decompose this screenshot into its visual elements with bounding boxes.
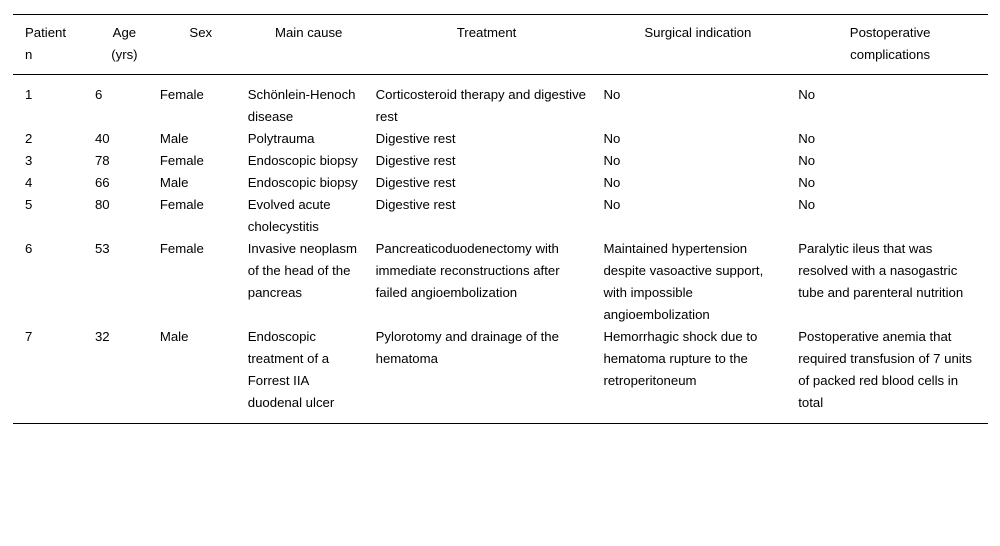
cell-sex: Female (159, 153, 204, 168)
table-row: 3 78 Female Endoscopic biopsy Digestive rest… (13, 150, 988, 172)
cell-patient-number: 6 (25, 241, 33, 256)
cell-treatment: Digestive rest (375, 131, 456, 146)
column-header-main-cause: Main cause (247, 14, 376, 75)
cell-treatment: Digestive rest (375, 175, 456, 190)
table-row: 2 40 Male Polytrauma Digestive rest No No (13, 128, 988, 150)
cell-postoperative-complications: No (798, 175, 816, 190)
cell-treatment: Pancreaticoduodenectomy with immediate r… (375, 241, 560, 300)
column-header-age: Age (yrs) (94, 14, 160, 75)
table-header-row: Patient n Age (yrs) Sex Main cause Treat… (13, 14, 988, 75)
cell-postoperative-complications: No (798, 153, 816, 168)
table-row: 5 80 Female Evolved acute cholecystitis Dige… (13, 194, 988, 238)
table-row: 1 6 Female Schönlein-Henoch disease Corticos… (13, 75, 988, 129)
cell-postoperative-complications: No (798, 87, 816, 102)
cell-treatment: Digestive rest (375, 197, 456, 212)
column-header-patient-line2: n (25, 47, 33, 62)
cell-patient-number: 5 (25, 197, 33, 212)
cell-patient-number: 1 (25, 87, 33, 102)
cell-main-cause: Evolved acute cholecystitis (247, 197, 331, 234)
column-header-patient-line1: Patient (25, 25, 67, 40)
column-header-surgical-indication: Surgical indication (603, 14, 799, 75)
column-header-complication-line2: complications (850, 47, 931, 62)
column-header-patient: Patient n (13, 14, 95, 75)
column-header-age-line2: (yrs) (111, 47, 138, 62)
cell-patient-number: 2 (25, 131, 33, 146)
column-header-treatment: Treatment (375, 14, 604, 75)
column-header-sex: Sex (159, 14, 248, 75)
column-header-age-line1: Age (112, 25, 137, 40)
cell-treatment: Pylorotomy and drainage of the hematoma (375, 326, 604, 424)
column-header-postoperative-complications: Postoperative complications (798, 14, 988, 75)
cell-sex: Female (159, 197, 204, 212)
cell-treatment: Digestive rest (375, 153, 456, 168)
cell-surgical-indication: Maintained hypertension despite vasoacti… (603, 241, 764, 322)
cell-patient-number: 4 (25, 175, 33, 190)
cell-surgical-indication: No (603, 153, 621, 168)
cell-sex: Male (159, 131, 189, 146)
cell-patient-number: 7 (13, 326, 95, 424)
cell-main-cause: Endoscopic biopsy (247, 153, 358, 168)
cell-surgical-indication: No (603, 175, 621, 190)
cell-age: 6 (94, 87, 103, 102)
cell-age: 80 (94, 197, 110, 212)
cell-treatment: Corticosteroid therapy and digestive res… (375, 87, 587, 124)
cell-postoperative-complications: Paralytic ileus that was resolved with a… (798, 241, 964, 300)
cell-postoperative-complications: No (798, 131, 816, 146)
cell-age: 53 (94, 241, 110, 256)
table-row: 6 53 Female Invasive neoplasm of the head o… (13, 238, 988, 326)
table-row: 4 66 Male Endoscopic biopsy Digestive rest No… (13, 172, 988, 194)
cell-main-cause: Schönlein-Henoch disease (247, 87, 356, 124)
cell-main-cause: Polytrauma (247, 131, 315, 146)
cell-main-cause: Invasive neoplasm of the head of the pan… (247, 241, 357, 300)
column-header-complication-line1: Postoperative (849, 25, 931, 40)
cell-main-cause: Endoscopic biopsy (247, 175, 358, 190)
cell-surgical-indication: No (603, 197, 621, 212)
cell-sex: Female (159, 241, 204, 256)
cell-patient-number: 3 (25, 153, 33, 168)
cell-surgical-indication: No (603, 87, 621, 102)
cell-postoperative-complications: No (798, 197, 816, 212)
patient-data-table: Patient n Age (yrs) Sex Main cause Treat… (13, 14, 988, 424)
cell-age: 66 (94, 175, 110, 190)
cell-surgical-indication: Hemorrhagic shock due to hematoma ruptur… (603, 326, 799, 424)
cell-age: 78 (94, 153, 110, 168)
cell-main-cause: Endoscopic treatment of a Forrest IIA du… (247, 326, 376, 424)
cell-sex: Female (159, 87, 204, 102)
cell-postoperative-complications: Postoperative anemia that required trans… (798, 326, 988, 424)
cell-age: 40 (94, 131, 110, 146)
cell-age: 32 (94, 326, 160, 424)
cell-surgical-indication: No (603, 131, 621, 146)
cell-sex: Male (159, 175, 189, 190)
table-header: Patient n Age (yrs) Sex Main cause Treat… (13, 14, 988, 75)
cell-sex: Male (159, 326, 248, 424)
